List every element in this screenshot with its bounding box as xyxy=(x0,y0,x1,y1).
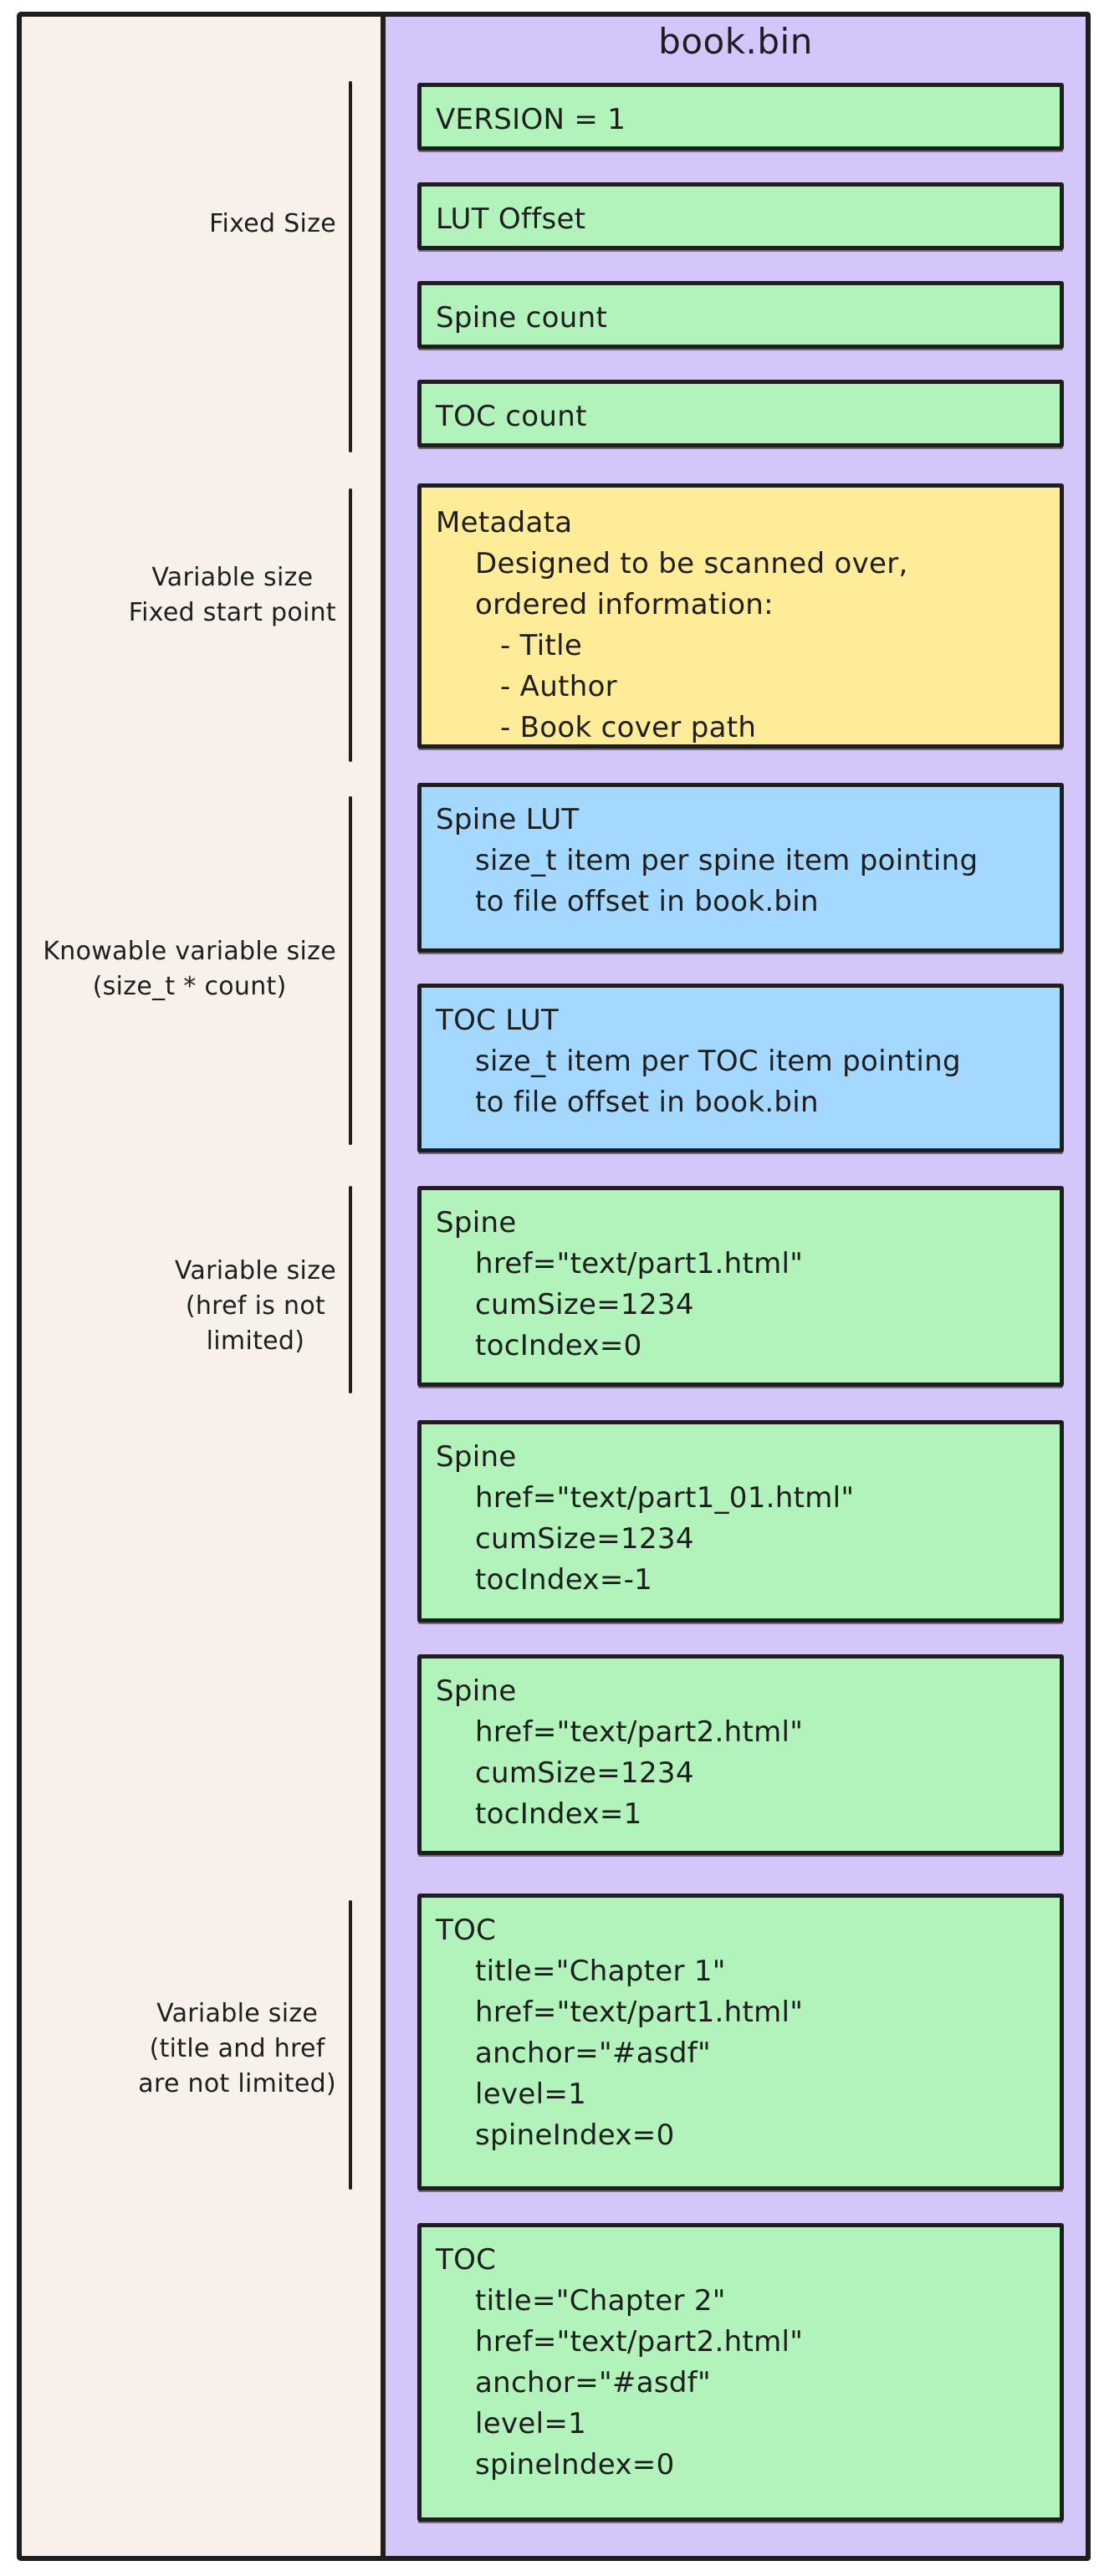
field-text: - Book cover path xyxy=(500,711,757,744)
field-box-version: VERSION = 1 xyxy=(417,83,1064,151)
field-text: size_t item per spine item pointing xyxy=(475,844,979,877)
field-text: tocIndex=0 xyxy=(475,1329,642,1362)
field-text: title="Chapter 2" xyxy=(475,2284,726,2318)
field-box-spine-3: Spine href="text/part2.html" cumSize=123… xyxy=(417,1654,1064,1855)
field-box-toc-count: TOC count xyxy=(417,380,1064,447)
field-text: TOC count xyxy=(436,400,587,433)
label-knowable-variable-size: Knowable variable size (size_t * count) xyxy=(43,937,336,1001)
field-text: cumSize=1234 xyxy=(475,1756,694,1790)
field-text: cumSize=1234 xyxy=(475,1288,694,1321)
field-text: TOC xyxy=(436,1914,497,1947)
field-box-spine-lut: Spine LUT size_t item per spine item poi… xyxy=(417,783,1064,953)
field-text: spineIndex=0 xyxy=(475,2119,675,2152)
bracket-knowable-variable-size xyxy=(349,796,352,1145)
field-text: tocIndex=-1 xyxy=(475,1563,653,1597)
field-text: level=1 xyxy=(475,2407,587,2441)
field-text: Spine xyxy=(436,1206,517,1239)
field-text: Spine LUT xyxy=(436,803,580,836)
label-variable-size-href: Variable size (href is not limited) xyxy=(174,1256,336,1356)
field-box-toc-lut: TOC LUT size_t item per TOC item pointin… xyxy=(417,984,1064,1153)
field-text: anchor="#asdf" xyxy=(475,2366,711,2400)
field-box-toc-1: TOC title="Chapter 1" href="text/part1.h… xyxy=(417,1894,1064,2190)
bracket-variable-size-title xyxy=(349,1900,352,2190)
field-text: href="text/part2.html" xyxy=(475,2325,804,2359)
panel-title: book.bin xyxy=(658,21,813,62)
field-text: to file offset in book.bin xyxy=(475,885,819,918)
field-text: href="text/part2.html" xyxy=(475,1715,804,1749)
field-box-lut-offset: LUT Offset xyxy=(417,182,1064,250)
field-box-spine-count: Spine count xyxy=(417,281,1064,349)
field-text: level=1 xyxy=(475,2078,587,2111)
field-box-spine-1: Spine href="text/part1.html" cumSize=123… xyxy=(417,1186,1064,1387)
field-text: size_t item per TOC item pointing xyxy=(475,1045,961,1078)
field-text: href="text/part1.html" xyxy=(475,1996,804,2029)
bracket-variable-fixed-start xyxy=(349,488,352,762)
field-box-toc-2: TOC title="Chapter 2" href="text/part2.h… xyxy=(417,2223,1064,2522)
field-text: ordered information: xyxy=(475,588,774,621)
field-text: Spine count xyxy=(436,301,608,335)
field-text: LUT Offset xyxy=(436,202,586,236)
field-text: TOC xyxy=(436,2243,497,2277)
field-text: Spine xyxy=(436,1440,517,1474)
field-text: tocIndex=1 xyxy=(475,1797,642,1831)
field-text: Designed to be scanned over, xyxy=(475,547,908,580)
bracket-fixed-size xyxy=(349,81,352,452)
field-box-spine-2: Spine href="text/part1_01.html" cumSize=… xyxy=(417,1420,1064,1623)
field-text: spineIndex=0 xyxy=(475,2448,675,2481)
field-text: href="text/part1.html" xyxy=(475,1247,804,1280)
field-text: anchor="#asdf" xyxy=(475,2037,711,2070)
field-text: - Title xyxy=(500,629,583,662)
label-fixed-size: Fixed Size xyxy=(209,209,336,238)
field-text: - Author xyxy=(500,670,617,703)
field-text: Spine xyxy=(436,1674,517,1708)
bracket-variable-size-href xyxy=(349,1186,352,1393)
label-variable-fixed-start: Variable size Fixed start point xyxy=(128,563,336,627)
field-text: to file offset in book.bin xyxy=(475,1086,819,1119)
field-text: Metadata xyxy=(436,506,573,539)
field-text: cumSize=1234 xyxy=(475,1522,694,1556)
field-box-metadata: Metadata Designed to be scanned over, or… xyxy=(417,483,1064,749)
field-text: VERSION = 1 xyxy=(436,103,626,136)
field-text: TOC LUT xyxy=(436,1004,560,1037)
label-variable-size-title: Variable size (title and href are not li… xyxy=(138,1999,336,2098)
field-text: title="Chapter 1" xyxy=(475,1955,726,1988)
field-text: href="text/part1_01.html" xyxy=(475,1481,855,1515)
